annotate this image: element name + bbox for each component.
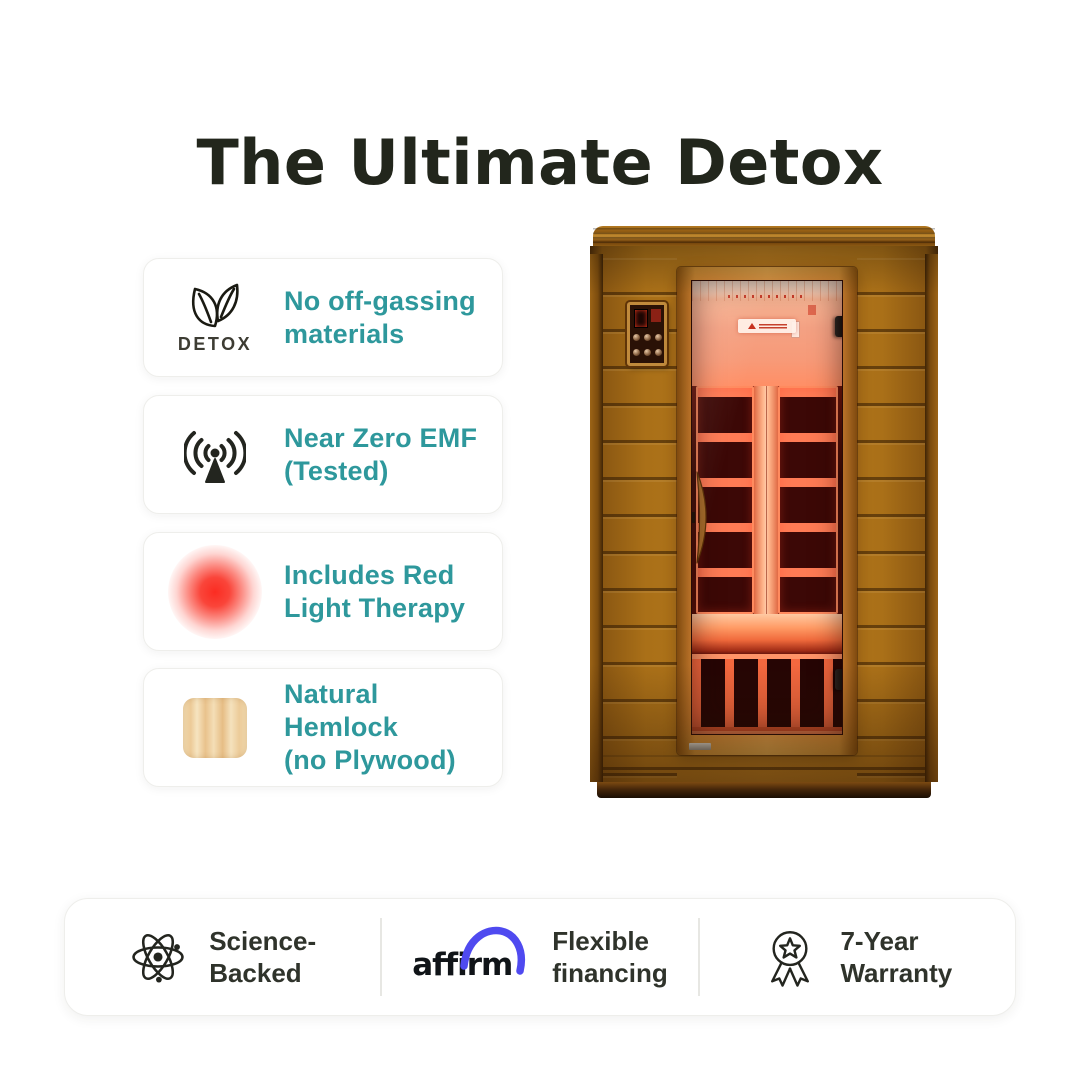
sauna-door-handle — [692, 470, 712, 565]
sauna-right-wall-planks — [857, 258, 925, 782]
detox-badge-label: DETOX — [177, 333, 253, 354]
sauna-interior-ceiling — [692, 281, 842, 386]
control-button — [655, 333, 662, 341]
sauna-control-panel — [627, 302, 667, 366]
trust-item-warranty: 7-Year Warranty — [700, 925, 1015, 990]
control-button — [655, 349, 662, 357]
feature-label: No off-gassing materials — [284, 285, 476, 349]
red-light-glow-icon — [168, 544, 262, 639]
trust-bar: Science- Backed affirm Flexible financin… — [64, 898, 1016, 1016]
control-button — [644, 333, 651, 341]
sauna-bench-seat — [692, 614, 842, 654]
award-ribbon-icon — [771, 931, 810, 987]
sauna-glass-door — [691, 280, 843, 735]
page-title: The Ultimate Detox — [196, 125, 884, 199]
interior-red-logo — [808, 305, 816, 315]
warning-text-lines — [758, 323, 787, 329]
trust-label: Flexible financing — [552, 925, 668, 989]
infrared-heater-panel-right — [778, 386, 838, 614]
sauna-floor — [692, 731, 842, 734]
back-wall-center-stile — [754, 386, 778, 614]
feature-card-detox: DETOX No off-gassing materials — [143, 258, 503, 377]
divider — [380, 918, 383, 996]
control-button — [644, 349, 651, 357]
warning-triangle-icon — [747, 323, 756, 329]
door-latch-plate — [689, 743, 711, 750]
sauna-left-corner-post — [590, 254, 603, 782]
feature-card-red-light: Includes Red Light Therapy — [143, 532, 503, 651]
sauna-base-plinth — [597, 782, 931, 798]
sauna-under-door-panel — [603, 755, 925, 782]
sauna-cabin-body — [590, 246, 938, 782]
feature-label: Near Zero EMF (Tested) — [284, 422, 478, 486]
interior-red-marks — [728, 295, 806, 298]
atom-icon — [132, 934, 184, 983]
detox-leaves-icon: DETOX — [160, 281, 270, 355]
bench-front-grille — [692, 654, 842, 731]
trust-item-science: Science- Backed — [65, 925, 380, 990]
control-button — [633, 349, 640, 357]
feature-label: Natural Hemlock (no Plywood) — [284, 679, 456, 775]
sauna-door — [677, 267, 857, 755]
control-buttons — [633, 331, 662, 359]
antenna-icon — [184, 430, 246, 483]
control-display — [634, 309, 648, 328]
sauna-crown-molding — [593, 226, 935, 248]
sauna-back-wall — [692, 386, 842, 614]
feature-label: Includes Red Light Therapy — [284, 559, 466, 623]
door-hinge-top — [835, 316, 842, 337]
sauna-right-corner-post — [925, 254, 938, 782]
trust-label: Science- Backed — [209, 925, 317, 989]
divider — [697, 918, 700, 996]
hemlock-wood-icon — [183, 697, 247, 758]
infrared-sauna-photo — [590, 226, 938, 798]
control-button — [633, 333, 640, 341]
control-sticker — [651, 309, 661, 322]
leaves-icon — [192, 283, 239, 327]
trust-item-financing: affirm Flexible financing — [382, 925, 697, 990]
feature-card-emf: Near Zero EMF (Tested) — [143, 395, 503, 514]
door-hinge-bottom — [835, 669, 842, 690]
sauna-warning-label — [738, 319, 796, 333]
affirm-logo: affirm — [412, 926, 530, 985]
affirm-arc-icon — [460, 926, 526, 975]
infrared-heater-panel-left — [696, 386, 754, 614]
feature-card-hemlock: Natural Hemlock (no Plywood) — [143, 668, 503, 787]
trust-label: 7-Year Warranty — [840, 925, 953, 989]
emf-antenna-icon — [160, 426, 270, 484]
